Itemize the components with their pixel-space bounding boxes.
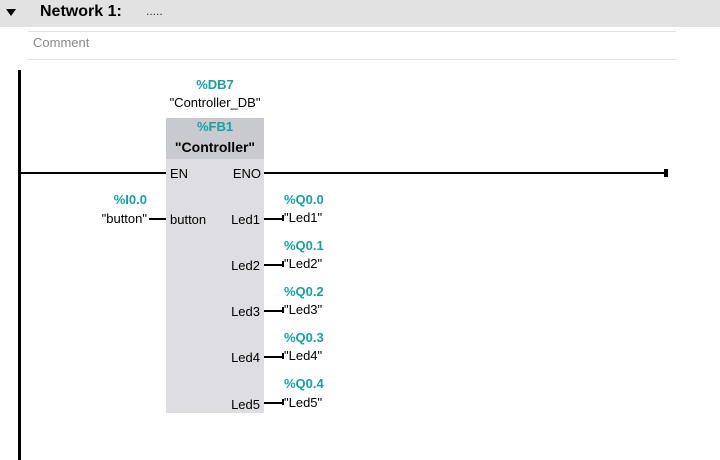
comment-placeholder: Comment bbox=[33, 35, 90, 50]
block-address: %FB1 bbox=[196, 119, 234, 134]
block-name: "Controller" bbox=[174, 139, 256, 155]
output-connector bbox=[264, 356, 282, 358]
function-block[interactable] bbox=[166, 118, 264, 413]
input-connector bbox=[149, 218, 166, 220]
output-address[interactable]: %Q0.1 bbox=[284, 238, 324, 253]
eno-pin-label: ENO bbox=[232, 166, 261, 181]
function-block-header[interactable] bbox=[166, 118, 264, 159]
network-title: Network 1: bbox=[40, 3, 122, 20]
output-pin-label: Led5 bbox=[231, 397, 260, 412]
power-rail bbox=[18, 70, 21, 460]
en-wire[interactable] bbox=[21, 172, 166, 174]
output-address[interactable]: %Q0.2 bbox=[284, 284, 324, 299]
output-connector-end bbox=[282, 215, 284, 221]
output-connector bbox=[264, 310, 282, 312]
output-pin-label: Led1 bbox=[231, 212, 260, 227]
output-connector-end bbox=[282, 307, 284, 313]
output-connector bbox=[264, 218, 282, 220]
output-tag[interactable]: "Led2" bbox=[284, 256, 323, 271]
output-pin-label: Led3 bbox=[231, 304, 260, 319]
instance-db-address[interactable]: %DB7 bbox=[196, 77, 234, 92]
network-comment-field[interactable]: Comment bbox=[28, 31, 676, 60]
output-tag[interactable]: "Led5" bbox=[284, 395, 323, 410]
output-address[interactable]: %Q0.3 bbox=[284, 330, 324, 345]
rung-end-marker bbox=[664, 169, 668, 177]
output-connector bbox=[264, 402, 282, 404]
output-tag[interactable]: "Led1" bbox=[284, 210, 323, 225]
input-tag[interactable]: "button" bbox=[101, 211, 147, 226]
network-header[interactable]: Network 1: ..... bbox=[0, 0, 720, 27]
output-address[interactable]: %Q0.4 bbox=[284, 376, 324, 391]
en-pin-label: EN bbox=[170, 166, 189, 181]
input-address[interactable]: %I0.0 bbox=[113, 192, 147, 207]
output-connector-end bbox=[282, 399, 284, 405]
network-name-field[interactable]: ..... bbox=[146, 4, 163, 18]
output-pin-label: Led2 bbox=[231, 258, 260, 273]
output-address[interactable]: %Q0.0 bbox=[284, 192, 324, 207]
collapse-triangle-icon[interactable] bbox=[4, 6, 18, 20]
output-connector bbox=[264, 264, 282, 266]
output-pin-label: Led4 bbox=[231, 350, 260, 365]
output-connector-end bbox=[282, 261, 284, 267]
output-connector-end bbox=[282, 353, 284, 359]
instance-db-name[interactable]: "Controller_DB" bbox=[169, 95, 261, 110]
output-tag[interactable]: "Led4" bbox=[284, 348, 323, 363]
output-tag[interactable]: "Led3" bbox=[284, 302, 323, 317]
input-pin-label: button bbox=[170, 212, 207, 227]
eno-wire[interactable] bbox=[264, 172, 666, 174]
